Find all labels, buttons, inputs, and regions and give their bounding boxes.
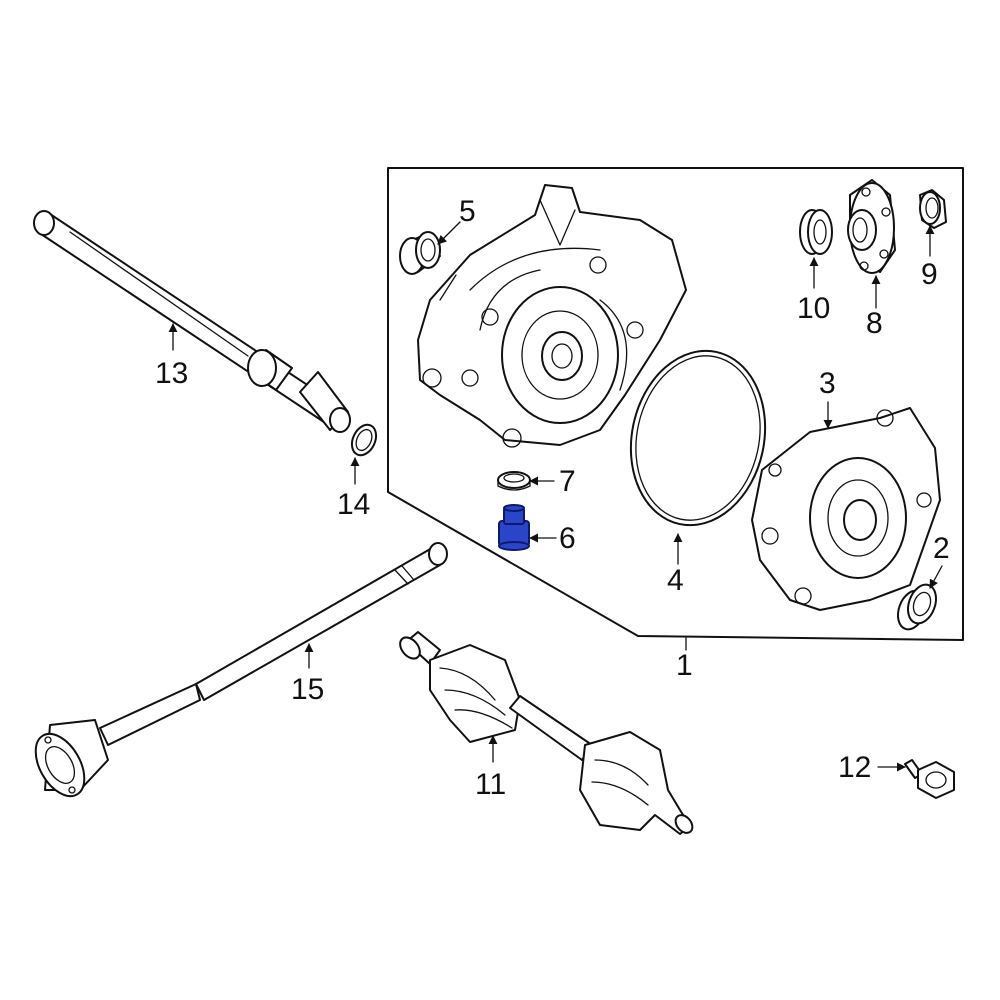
callout-12: 12 bbox=[838, 751, 871, 784]
part-2-seal[interactable] bbox=[893, 581, 941, 633]
callout-2: 2 bbox=[933, 532, 950, 565]
part-4-o-ring[interactable] bbox=[615, 338, 781, 538]
callout-7: 7 bbox=[559, 465, 576, 498]
part-13-shaft[interactable] bbox=[33, 210, 351, 433]
callout-13: 13 bbox=[155, 357, 188, 390]
part-7-seal[interactable] bbox=[497, 471, 531, 491]
part-11-cv-axle[interactable] bbox=[396, 631, 696, 836]
part-15-drive-shaft[interactable] bbox=[26, 542, 448, 804]
part-14-snap-ring[interactable] bbox=[347, 421, 380, 459]
callout-labels: 1 2 3 4 5 6 7 8 9 10 11 12 13 14 15 bbox=[155, 195, 950, 801]
assembly-boundary bbox=[387, 167, 964, 641]
callout-5: 5 bbox=[459, 195, 476, 228]
part-10-seal[interactable] bbox=[799, 209, 833, 255]
leader-lines bbox=[168, 221, 943, 772]
part-3-cover[interactable] bbox=[751, 407, 941, 611]
part-5-seal[interactable] bbox=[399, 231, 441, 275]
callout-6: 6 bbox=[559, 522, 576, 555]
differential-housing[interactable] bbox=[417, 184, 687, 448]
part-8-flange[interactable] bbox=[847, 179, 896, 274]
callout-8: 8 bbox=[866, 307, 883, 340]
callout-1: 1 bbox=[676, 649, 693, 682]
callout-4: 4 bbox=[667, 564, 684, 597]
callout-14: 14 bbox=[337, 488, 370, 521]
part-4-o-ring-inner bbox=[635, 355, 761, 521]
part-12-bolt[interactable] bbox=[904, 759, 955, 799]
part-6-plug-highlighted[interactable] bbox=[498, 504, 530, 551]
callout-15: 15 bbox=[291, 673, 324, 706]
callout-3: 3 bbox=[819, 367, 836, 400]
callout-9: 9 bbox=[921, 258, 938, 291]
part-9-nut[interactable] bbox=[919, 189, 947, 229]
callout-11: 11 bbox=[475, 768, 506, 801]
callout-10: 10 bbox=[797, 292, 830, 325]
